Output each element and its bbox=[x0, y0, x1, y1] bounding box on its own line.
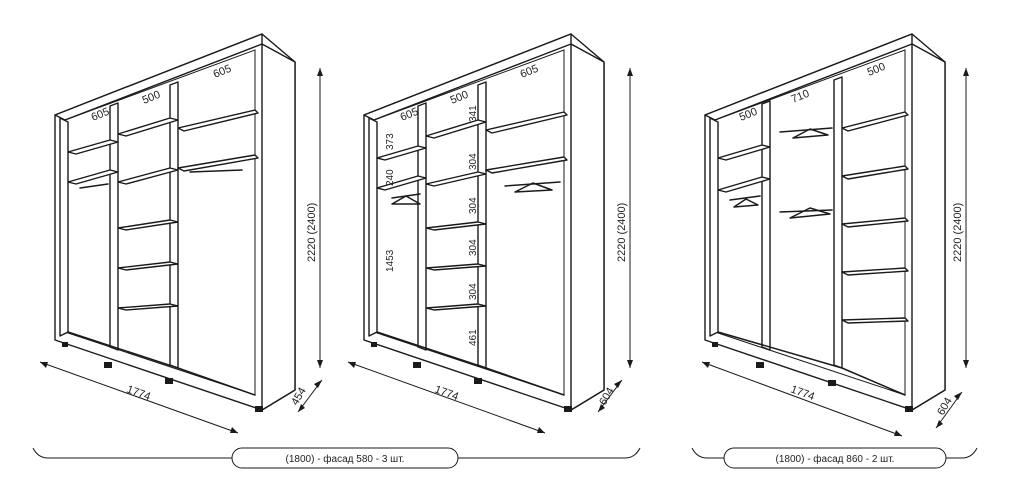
wardrobe-1: 605 500 605 2220 (2400) 454 1774 bbox=[39, 33, 323, 434]
w1-height-label: 2220 (2400) bbox=[306, 203, 318, 262]
w2-label-240: 240 bbox=[385, 169, 396, 186]
w2-label-304a: 304 bbox=[468, 153, 479, 170]
w2-label-304c: 304 bbox=[468, 239, 479, 256]
w3-height-label: 2220 (2400) bbox=[952, 203, 964, 262]
caption-bracket-2: (1800) - фасад 860 - 2 шт. bbox=[691, 447, 978, 469]
w2-label-1453: 1453 bbox=[385, 249, 396, 272]
w2-label-461: 461 bbox=[468, 329, 479, 346]
wardrobe-2: 605 500 605 373 240 1453 341 304 304 304… bbox=[347, 33, 633, 434]
caption-bracket-1: (1800) - фасад 580 - 3 шт. bbox=[32, 447, 641, 469]
w1-width-label: 1774 bbox=[125, 384, 152, 404]
w3-width-label: 1774 bbox=[789, 384, 816, 404]
wardrobe-3: 500 710 500 2220 (2400) 604 1774 bbox=[701, 33, 969, 437]
w2-label-304d: 304 bbox=[468, 283, 479, 300]
w2-label-304b: 304 bbox=[468, 197, 479, 214]
w2-width-label: 1774 bbox=[433, 384, 460, 404]
w2-label-373: 373 bbox=[385, 133, 396, 150]
w2-label-341: 341 bbox=[468, 105, 479, 122]
caption-1: (1800) - фасад 580 - 3 шт. bbox=[286, 453, 405, 465]
caption-2: (1800) - фасад 860 - 2 шт. bbox=[776, 453, 895, 465]
w3-depth-label: 604 bbox=[935, 396, 955, 418]
w2-height-label: 2220 (2400) bbox=[616, 203, 628, 262]
